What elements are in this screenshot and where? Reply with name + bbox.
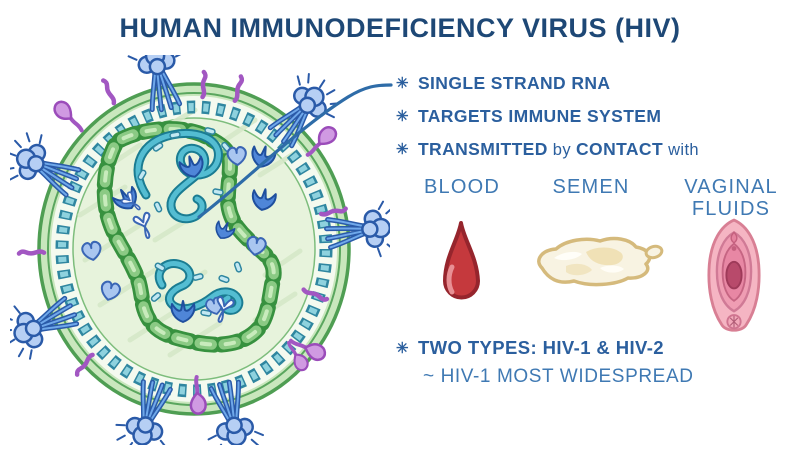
fact-single-strand-rna: ✳ SINGLE STRAND RNA bbox=[396, 73, 704, 94]
fact-text: CONTACT bbox=[576, 139, 664, 159]
fact-text: by bbox=[552, 141, 572, 159]
page-title: HUMAN IMMUNODEFICIENCY VIRUS (HIV) bbox=[119, 13, 681, 43]
asterisk-bullet-icon: ✳ bbox=[396, 108, 409, 125]
asterisk-bullet-icon: ✳ bbox=[396, 75, 409, 92]
types-text: TWO TYPES: HIV-1 & HIV-2 bbox=[417, 337, 664, 358]
vaginal-fluids-icon bbox=[707, 218, 761, 332]
blood-drop-icon bbox=[443, 221, 480, 300]
asterisk-bullet-icon: ✳ bbox=[396, 141, 409, 158]
fact-text: TRANSMITTED bbox=[417, 139, 548, 159]
asterisk-bullet-icon: ✳ bbox=[396, 340, 409, 357]
semen-icon bbox=[537, 236, 664, 287]
fact-text: SINGLE STRAND RNA bbox=[417, 73, 611, 93]
matrix-protein-ring bbox=[55, 100, 333, 398]
fact-hiv1-widespread: ~ HIV-1 MOST WIDESPREAD bbox=[423, 366, 694, 387]
fluid-label-vaginal-fluids: VAGINAL FLUIDS bbox=[684, 176, 778, 220]
fluid-label-semen: SEMEN bbox=[552, 176, 630, 198]
fact-text: TARGETS IMMUNE SYSTEM bbox=[417, 106, 662, 126]
fact-two-types: ✳ TWO TYPES: HIV-1 & HIV-2 bbox=[396, 337, 664, 359]
hiv-virion-illustration bbox=[10, 55, 390, 445]
fact-list: ✳ SINGLE STRAND RNA ✳ TARGETS IMMUNE SYSTE… bbox=[396, 73, 704, 172]
fact-targets-immune-system: ✳ TARGETS IMMUNE SYSTEM bbox=[396, 106, 704, 127]
fact-text: with bbox=[668, 141, 700, 159]
fluid-label-blood: BLOOD bbox=[423, 176, 501, 198]
